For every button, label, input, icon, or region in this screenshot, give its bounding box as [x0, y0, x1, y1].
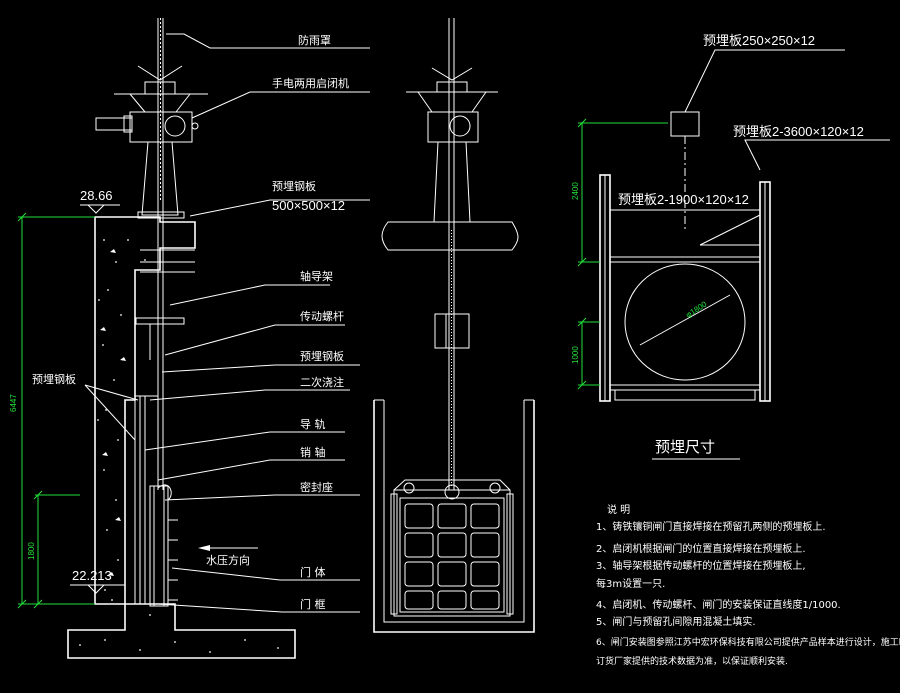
note-5: 5、闸门与预留孔间隙用混凝土填实.	[596, 615, 756, 628]
dim-opening-line	[33, 490, 80, 609]
front-view	[373, 18, 535, 633]
note-6-cont: 订货厂家提供的技术数据为准，以保证顺利安装.	[596, 655, 788, 667]
elevation-bottom-marker	[70, 584, 125, 594]
guide-frame	[135, 249, 195, 360]
front-gate	[390, 479, 514, 617]
callout-embedded-plate-top-size: 500×500×12	[272, 198, 345, 213]
dim-diameter: φ1800	[684, 299, 709, 319]
embed-frame	[599, 174, 771, 402]
note-3-cont: 每3m设置一只.	[596, 577, 665, 590]
dim-1000: 1000	[571, 346, 580, 364]
callout-pin-shaft: 销 轴	[300, 445, 326, 459]
water-direction-label: 水压方向	[206, 553, 250, 567]
front-channel-inner	[383, 400, 525, 623]
callout-embedded-plate-mid: 预埋钢板	[300, 349, 344, 363]
leader-plate-small	[684, 49, 845, 113]
front-gate-grid	[404, 503, 500, 610]
dim-2400: 2400	[571, 182, 580, 200]
front-guide-block	[434, 313, 470, 349]
gate-leaf	[149, 484, 178, 607]
callout-drive-screw: 传动螺杆	[300, 309, 344, 323]
callout-guide-frame: 轴导架	[300, 269, 333, 283]
water-direction-arrow	[198, 545, 258, 551]
embed-view: 预埋板250×250×12 预埋板2-3600×120×12 预埋板2-1900…	[571, 33, 890, 460]
dim-total: 6447	[9, 394, 18, 412]
front-channel-outer	[373, 400, 535, 633]
elevation-top-marker	[80, 204, 120, 214]
embed-view-title: 预埋尺寸	[655, 438, 715, 456]
callout-seal-seat: 密封座	[300, 480, 333, 494]
callout-left-embedded-plate: 预埋钢板	[32, 372, 76, 386]
pedestal-base	[137, 211, 185, 219]
elevation-top: 28.66	[80, 188, 113, 203]
note-4: 4、启闭机、传动螺杆、闸门的安装保证直线度1/1000.	[596, 598, 841, 611]
embed-dim-lines	[577, 118, 668, 390]
label-plate-small: 预埋板250×250×12	[703, 33, 815, 48]
callout-leaders	[84, 33, 370, 613]
label-plate-long: 预埋板2-3600×120×12	[733, 124, 864, 139]
embed-plate-small	[670, 111, 700, 137]
note-1: 1、铸铁镶铜闸门直接焊接在预留孔两侧的预埋板上.	[596, 520, 826, 533]
callout-secondary-grout: 二次浇注	[300, 375, 344, 389]
note-3: 3、轴导架根据传动螺杆的位置焊接在预埋板上,	[596, 559, 806, 572]
note-6: 6、闸门安装图参照江苏中宏环保科技有限公司提供产品样本进行设计，施工时以	[596, 636, 900, 648]
callout-embedded-plate-top: 预埋钢板	[272, 179, 316, 193]
callout-rain-cover: 防雨罩	[298, 33, 331, 47]
dim-opening: 1800	[27, 542, 36, 560]
callout-guide-rail: 导 轨	[300, 417, 326, 431]
callout-gate-body: 门 体	[300, 565, 326, 579]
note-2: 2、启闭机根据闸门的位置直接焊接在预埋板上.	[596, 542, 806, 555]
concrete-hatch	[97, 239, 146, 601]
notes-heading: 说 明	[607, 503, 630, 516]
callout-hoist: 手电两用启闭机	[272, 76, 349, 90]
dim-total-line	[17, 212, 95, 609]
front-hoist	[406, 67, 498, 223]
label-plate-short: 预埋板2-1900×120×12	[618, 192, 749, 207]
side-section-view: 水压方向 28.66 22.213 6447 1800	[9, 18, 370, 659]
notes-block: 说 明 1、铸铁镶铜闸门直接焊接在预留孔两侧的预埋板上. 2、启闭机根据闸门的位…	[596, 503, 900, 667]
front-slab	[381, 221, 519, 251]
slab-hatch	[79, 614, 279, 653]
callout-gate-frame: 门 框	[300, 597, 326, 611]
bottom-slab	[67, 603, 296, 659]
elevation-bottom: 22.213	[72, 568, 112, 583]
hoist-machine	[95, 65, 208, 143]
embedded-rail	[134, 395, 158, 604]
leader-plate-long	[744, 139, 890, 171]
